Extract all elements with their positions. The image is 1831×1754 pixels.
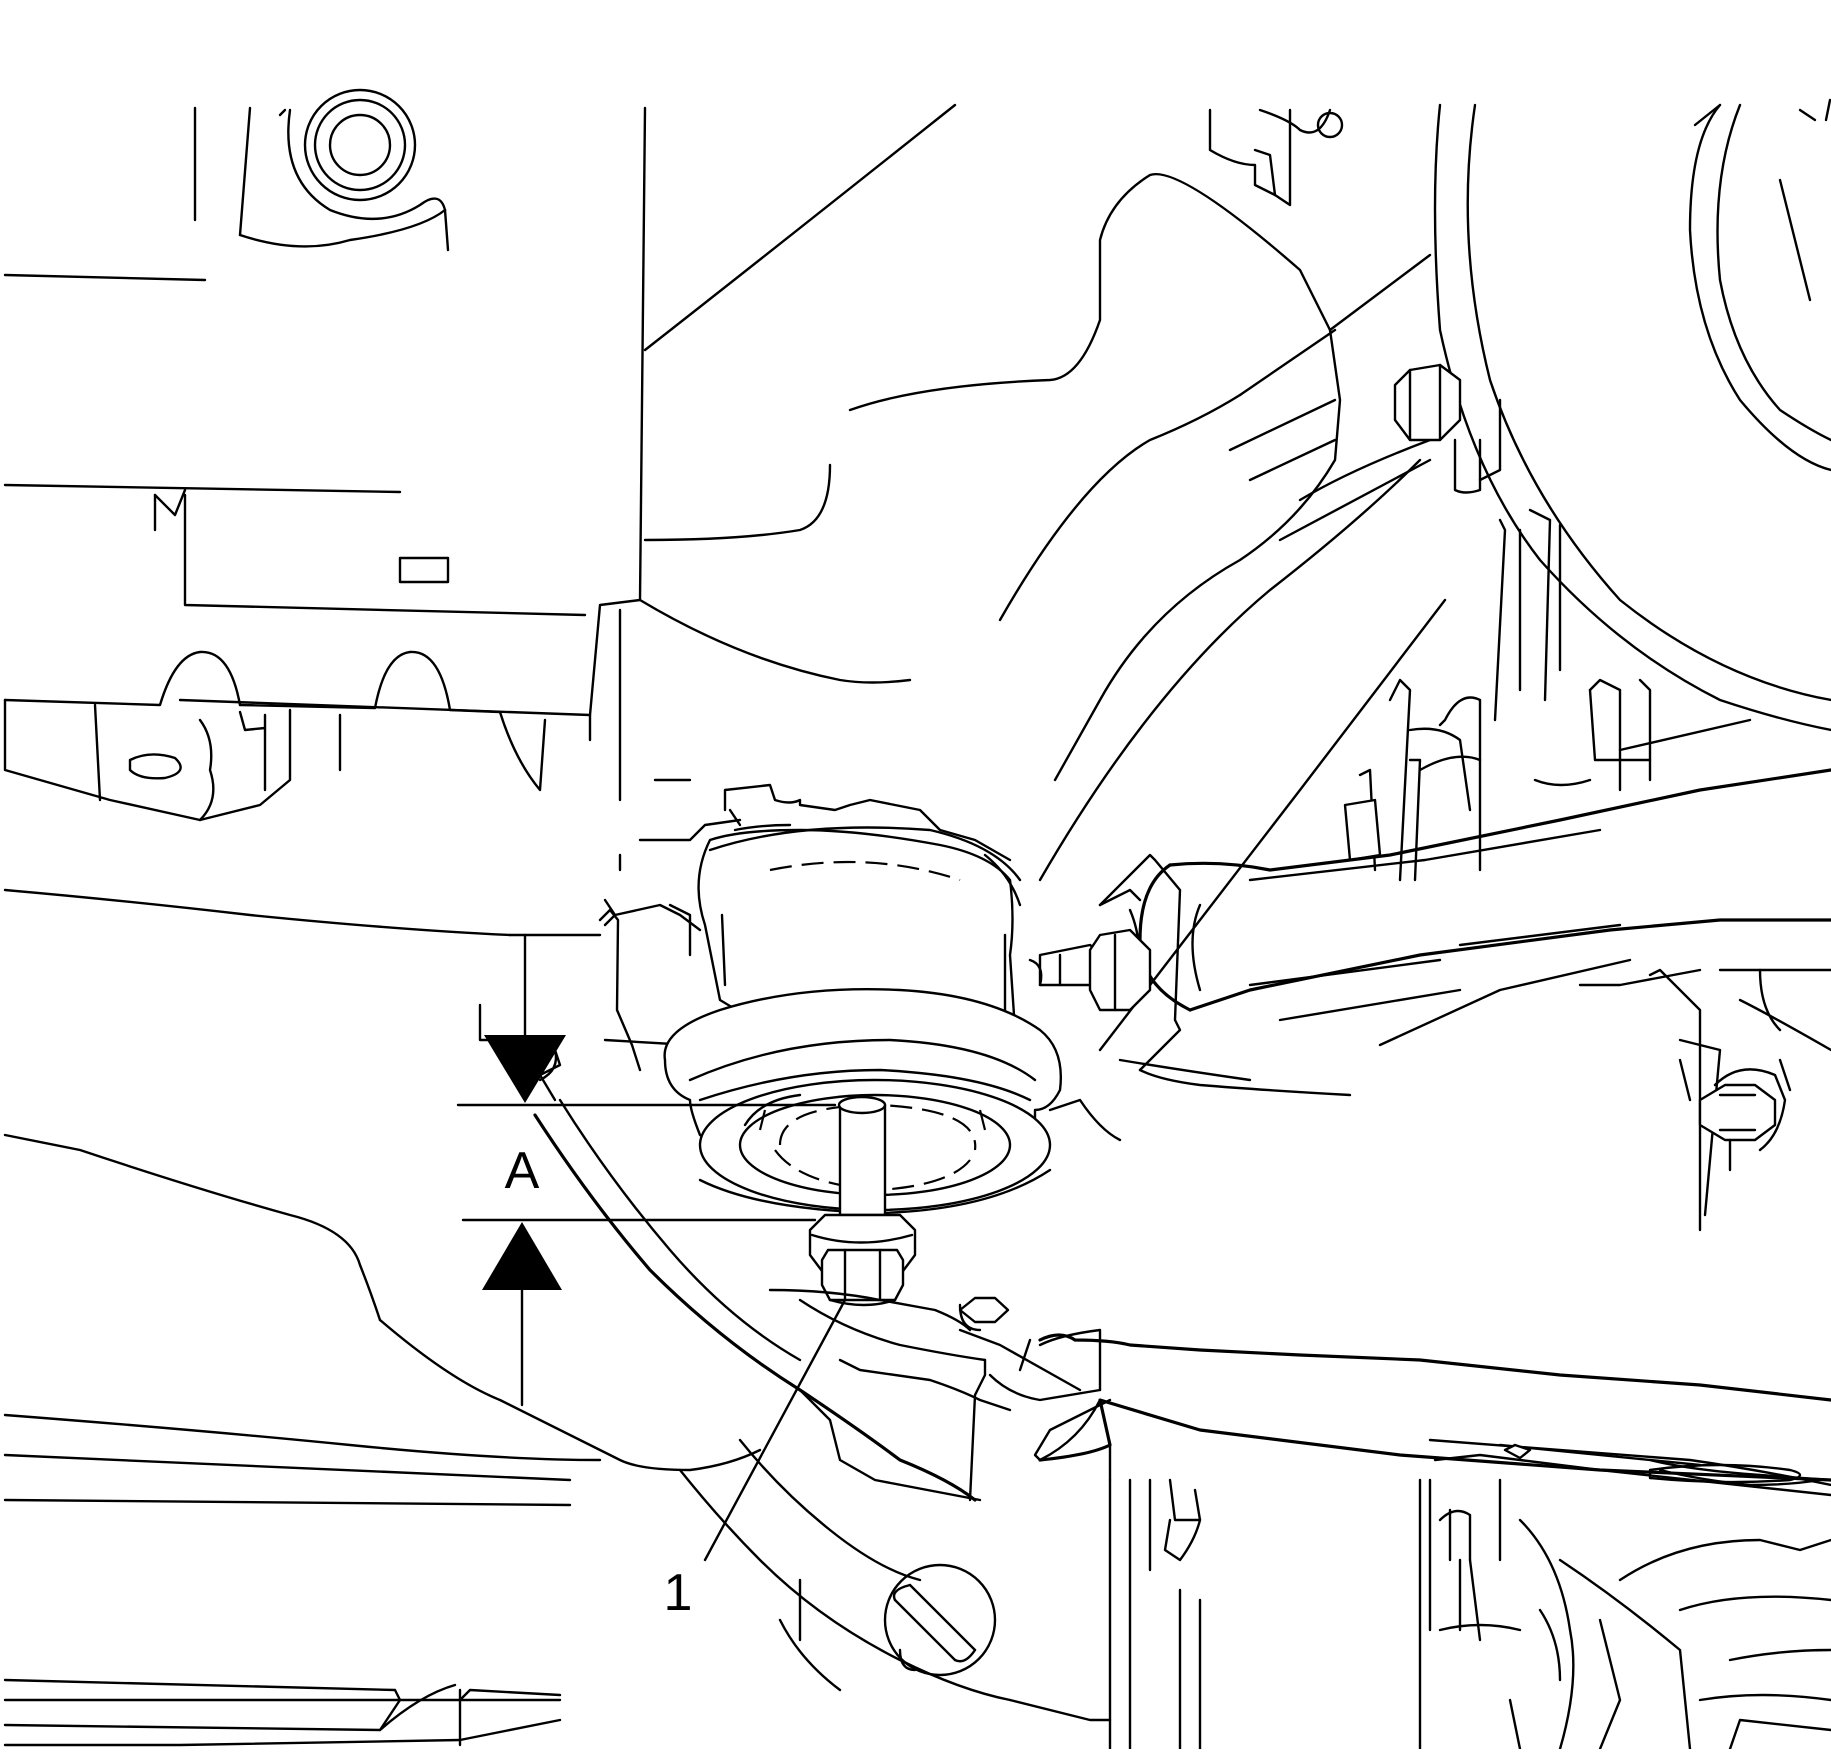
lower-control-arm <box>1048 768 1831 1232</box>
subframe-structure <box>3 1098 1831 1751</box>
callout-1: 1 <box>664 1298 847 1622</box>
upper-left-body-structure <box>3 88 647 822</box>
arrow-up-icon <box>482 1222 562 1290</box>
wheel-tire-assembly <box>1393 98 1831 732</box>
center-upper-body-structure <box>618 103 1447 1052</box>
bushing-assembly <box>598 778 1152 1307</box>
spring-bracket-structure <box>1343 508 1752 882</box>
callout-number: 1 <box>664 1564 693 1622</box>
arrow-down-icon <box>484 1035 566 1103</box>
dimension-a: A <box>456 933 837 1407</box>
arm-end-bolt <box>1678 1058 1792 1172</box>
dimension-label: A <box>505 1142 540 1200</box>
